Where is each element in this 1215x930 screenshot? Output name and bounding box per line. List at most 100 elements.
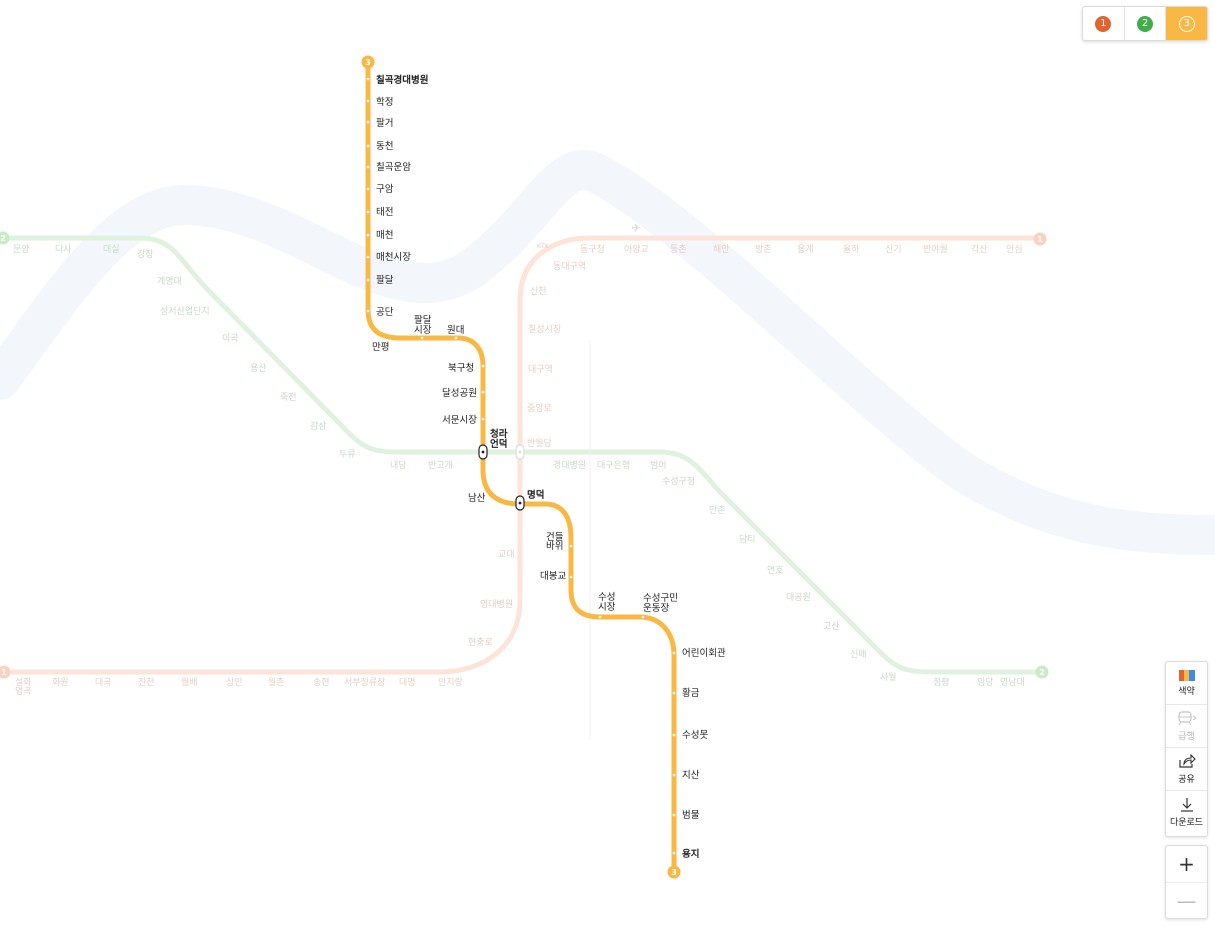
station-label: 팔거: [376, 117, 393, 129]
station-label: 아양교: [624, 244, 649, 255]
line-2-end-badge: [1035, 665, 1049, 679]
station-label: 어린이회관: [682, 648, 726, 659]
download-button[interactable]: 다운로드: [1166, 791, 1207, 834]
line-3-button[interactable]: 3: [1166, 7, 1207, 40]
station-dot: [366, 187, 370, 191]
station-label: 반고개: [428, 460, 453, 471]
line-1-path: [0, 235, 1045, 675]
line-2-badge: 2: [1137, 15, 1153, 32]
station-label: 율하: [843, 244, 860, 255]
station-label: 구암: [376, 183, 394, 195]
line-selector: 1 2 3: [1082, 6, 1208, 41]
station-label: 영대병원: [480, 599, 513, 610]
zoom-in-button[interactable]: +: [1178, 852, 1195, 876]
line-3-end-badge-number: 3: [671, 868, 677, 877]
station-label: 범어: [650, 460, 667, 471]
station-label: 명덕: [527, 489, 544, 501]
station-label: 황금: [682, 688, 700, 699]
express-button[interactable]: 급행: [1166, 705, 1207, 748]
station-label: 담티: [739, 533, 756, 545]
line-2-end-badge-number: 2: [1039, 668, 1045, 677]
station-label: 두류: [339, 449, 356, 460]
station-label: 태전: [376, 207, 393, 218]
station-label: 수성못: [682, 730, 708, 741]
station-label: 중앙로: [527, 402, 552, 414]
station-dot: [481, 364, 485, 368]
station-label: 대공원: [786, 592, 811, 603]
map-toolbar: 색약 급행 공유 다운로드: [1165, 661, 1208, 837]
station-label: 공단: [376, 307, 394, 318]
line-2-end-badge-number: 2: [0, 234, 6, 243]
station-label: 학정: [376, 97, 393, 108]
station-label: 칠곡경대병원: [376, 74, 428, 86]
line-1-button[interactable]: 1: [1083, 7, 1125, 40]
station-label: 북구청: [448, 363, 474, 374]
station-label: 대명: [399, 677, 416, 688]
station-label: 만평: [372, 342, 389, 353]
station-label: 교대: [498, 549, 515, 560]
transfer-dot: [481, 450, 485, 454]
zoom-controls: + —: [1165, 845, 1208, 919]
station-label: 신천: [530, 286, 547, 297]
station-label: 송현: [313, 677, 330, 688]
line-2-button[interactable]: 2: [1125, 7, 1167, 40]
station-dot: [672, 851, 676, 855]
station-dot: [672, 651, 676, 655]
station-label: 매천: [376, 230, 393, 241]
line-1-end-badge-number: 1: [1037, 235, 1043, 244]
zoom-out-button[interactable]: —: [1166, 882, 1207, 918]
station-label: 상인: [226, 677, 243, 688]
station-label: 진천: [138, 677, 155, 688]
station-dot: [366, 144, 370, 148]
station-dot: [366, 77, 370, 81]
station-label: 죽전: [280, 392, 297, 403]
station-label: 수성구청: [662, 476, 695, 487]
station-label: 서문시장: [442, 415, 477, 426]
station-label: 월배: [181, 676, 198, 688]
line-1-badge: 1: [1095, 15, 1112, 32]
station-label: 감삼: [310, 420, 327, 432]
station-label: 화원: [52, 677, 69, 688]
station-label: 동촌: [670, 244, 687, 255]
station-dot: [481, 488, 485, 492]
station-dot: [366, 278, 370, 282]
station-dot: [672, 733, 676, 737]
station-label: 이곡: [222, 333, 239, 344]
share-button[interactable]: 공유: [1166, 748, 1207, 791]
share-label: 공유: [1178, 774, 1195, 785]
station-dot: [366, 210, 370, 214]
station-dot: [366, 309, 370, 313]
station-label: 다사: [55, 244, 72, 255]
station-label: 월촌: [268, 676, 285, 688]
line-2-end-badge: [0, 231, 10, 245]
station-label: 방촌: [755, 244, 772, 255]
station-label: 대실: [103, 244, 120, 255]
station-label: 남산: [468, 493, 486, 504]
station-label: 서부정류장: [344, 677, 385, 688]
station-label: 용지: [682, 848, 699, 860]
station-dot: [672, 691, 676, 695]
colorblind-button[interactable]: 색약: [1166, 662, 1207, 705]
colorblind-label: 색약: [1178, 686, 1195, 697]
station-label: 대곡: [95, 677, 112, 688]
station-label: 대구은행: [597, 459, 630, 471]
station-dot: [598, 615, 602, 619]
station-dot: [481, 417, 485, 421]
share-icon: [1178, 753, 1196, 768]
station-dot: [569, 575, 573, 579]
line-3-path: [365, 59, 677, 875]
station-label: 동천: [376, 141, 393, 152]
station-label: 문양: [13, 244, 30, 255]
station-label: 계명대: [157, 275, 182, 287]
station-label: 대구역: [528, 364, 553, 375]
line-3-start-badge: [361, 55, 375, 69]
station-label: 정평: [933, 677, 950, 688]
station-label: 반월당: [527, 437, 552, 449]
express-label: 급행: [1178, 731, 1195, 742]
line-1-end-badge-number: 1: [1, 668, 7, 677]
